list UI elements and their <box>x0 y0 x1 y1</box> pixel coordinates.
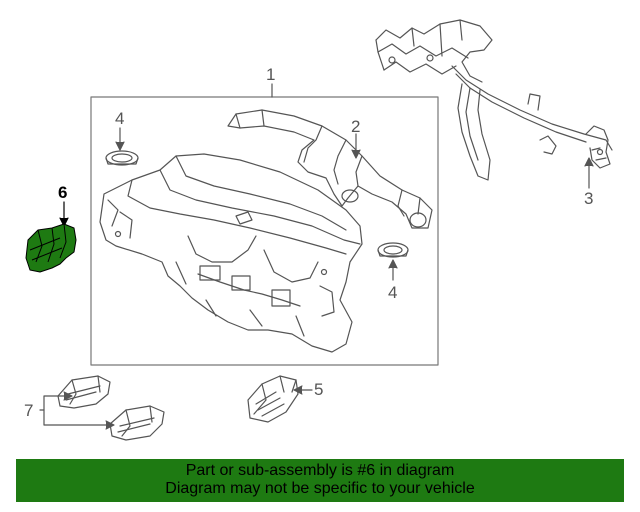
part-6-side-vent-highlight <box>25 223 77 273</box>
callout-4-upper: 4 <box>115 109 125 128</box>
leader-3 <box>584 157 594 189</box>
banner-line-1: Part or sub-assembly is #6 in diagram <box>185 462 455 479</box>
callout-3: 3 <box>584 189 594 208</box>
callout-4-lower: 4 <box>388 283 398 302</box>
air-duct <box>227 109 433 229</box>
leader-6 <box>59 201 69 227</box>
assembly-frame <box>90 96 439 366</box>
callout-2: 2 <box>351 117 361 136</box>
callout-7: 7 <box>24 401 34 420</box>
support-beam <box>375 19 613 181</box>
part-6-detail <box>29 223 67 263</box>
dashboard-panel <box>99 153 363 353</box>
part-6-body <box>25 223 77 273</box>
leader-4a <box>115 127 125 151</box>
grommet-b <box>377 242 409 258</box>
side-vent-upper <box>57 375 111 409</box>
grommet-a <box>105 150 139 166</box>
side-vent-lower <box>109 405 165 441</box>
callout-1: 1 <box>266 65 276 84</box>
info-banner: Part or sub-assembly is #6 in diagram Di… <box>16 459 624 502</box>
leader-4b <box>388 259 398 281</box>
callout-5: 5 <box>314 380 324 399</box>
callout-6: 6 <box>58 183 68 202</box>
leader-2 <box>351 133 361 159</box>
banner-line-2: Diagram may not be specific to your vehi… <box>165 480 475 497</box>
center-vent <box>247 375 299 423</box>
